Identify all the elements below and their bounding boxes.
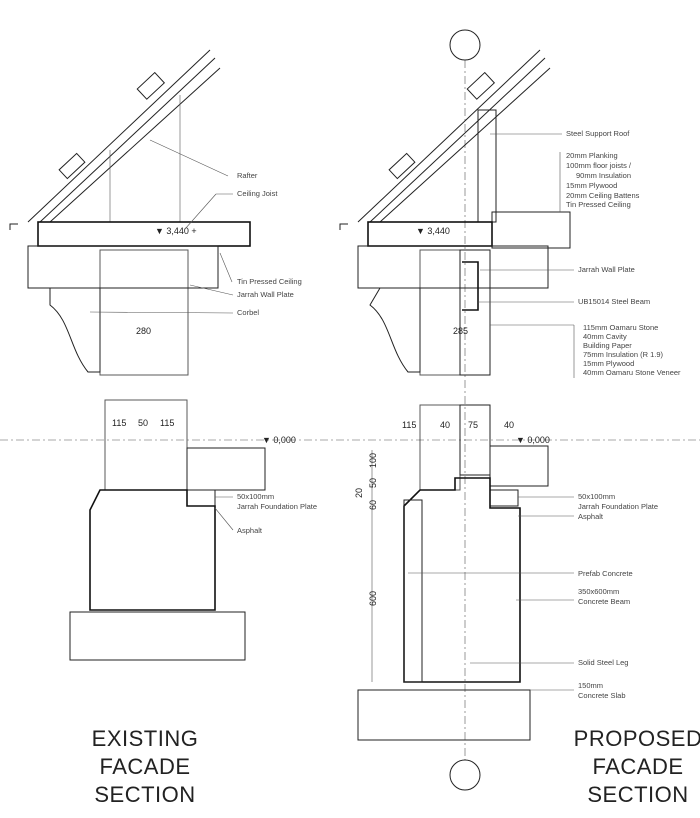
label-ceiling-joist: Ceiling Joist [237, 189, 278, 198]
label-solid-steel-leg: Solid Steel Leg [578, 658, 628, 667]
dim-40: 40 [504, 420, 514, 430]
axis-marker-bottom [449, 759, 481, 791]
proposed-stone-wall [419, 249, 461, 376]
proposed-dim-wall: 285 [453, 326, 468, 336]
label-floor-layer: 20mm Planking [566, 151, 618, 160]
axis-marker-top [449, 29, 481, 61]
label-wall-layer: 40mm Cavity [583, 332, 627, 341]
existing-section: ▼ 3,440 + 280 Rafter Ceiling Joist Tin P… [9, 49, 317, 807]
vertical-dimensions: 100 50 20 60 600 [354, 453, 378, 606]
dim-100: 100 [368, 453, 378, 468]
existing-level-top: ▼ 3,440 + [155, 226, 197, 236]
dim-50: 50 [368, 478, 378, 488]
label-jarrah-wall-plate: Jarrah Wall Plate [237, 290, 294, 299]
dim-40: 40 [440, 420, 450, 430]
proposed-roof [357, 49, 551, 223]
proposed-prefab-concrete [403, 499, 423, 683]
existing-wall-head [27, 245, 219, 289]
proposed-concrete-beam [403, 477, 521, 683]
proposed-floor [489, 445, 549, 487]
existing-title-line: FACADE [99, 754, 190, 779]
proposed-slab [357, 689, 531, 741]
label-wall-layer: 115mm Oamaru Stone [583, 323, 658, 332]
label-corbel: Corbel [237, 308, 259, 317]
proposed-title-line: SECTION [587, 782, 688, 807]
existing-title-line: SECTION [94, 782, 195, 807]
label-concrete-beam: Concrete Beam [578, 597, 630, 606]
label-asphalt: Asphalt [237, 526, 263, 535]
existing-floor [186, 447, 266, 491]
label-foundation-plate: Jarrah Foundation Plate [578, 502, 658, 511]
proposed-title-line: FACADE [592, 754, 683, 779]
proposed-wall-head [357, 245, 549, 289]
existing-foundation-plate [186, 489, 216, 507]
proposed-steel-beam [462, 261, 479, 311]
label-floor-layer: 15mm Plywood [566, 181, 617, 190]
existing-footing [89, 489, 216, 611]
proposed-lower-cavity [459, 404, 491, 476]
label-beam-size: 350x600mm [578, 587, 619, 596]
proposed-corbel [369, 287, 421, 373]
dim-75: 75 [468, 420, 478, 430]
existing-lower-wall [104, 399, 188, 491]
label-foundation-plate-size: 50x100mm [237, 492, 274, 501]
label-floor-layer: Tin Pressed Ceiling [566, 200, 631, 209]
label-floor-layer: 90mm Insulation [576, 171, 631, 180]
dim-115: 115 [160, 418, 174, 428]
label-wall-layer: 15mm Plywood [583, 359, 634, 368]
label-jarrah-wall-plate: Jarrah Wall Plate [578, 265, 635, 274]
proposed-level-floor: ▼ 0,000 [516, 435, 550, 445]
dim-50: 50 [138, 418, 148, 428]
proposed-lower-stone [419, 404, 461, 491]
dim-115: 115 [402, 420, 416, 430]
label-wall-layer: Building Paper [583, 341, 632, 350]
proposed-title-line: PROPOSED [574, 726, 700, 751]
proposed-floor-build-up [491, 211, 571, 249]
label-foundation-plate-size: 50x100mm [578, 492, 615, 501]
label-steel-beam: UB15014 Steel Beam [578, 297, 650, 306]
dim-115: 115 [112, 418, 126, 428]
label-floor-layer: 100mm floor joists / [566, 161, 632, 170]
label-slab-size: 150mm [578, 681, 603, 690]
proposed-level-top: ▼ 3,440 [416, 226, 450, 236]
existing-title-line: EXISTING [92, 726, 199, 751]
label-wall-layer: 75mm Insulation (R 1.9) [583, 350, 664, 359]
dim-60: 60 [368, 500, 378, 510]
label-rafter: Rafter [237, 171, 258, 180]
proposed-section: ▼ 3,440 285 Steel Support Roof 20mm Plan… [339, 29, 700, 807]
existing-roof [27, 49, 221, 223]
dim-600: 600 [368, 591, 378, 606]
label-prefab-concrete: Prefab Concrete [578, 569, 633, 578]
existing-dim-wall: 280 [136, 326, 151, 336]
label-concrete-slab: Concrete Slab [578, 691, 626, 700]
existing-ceiling-joist [37, 221, 251, 247]
label-asphalt: Asphalt [578, 512, 604, 521]
existing-slab [69, 611, 246, 661]
dim-20: 20 [354, 488, 364, 498]
existing-corbel [49, 287, 101, 373]
proposed-cavity-wall [459, 249, 491, 376]
label-steel-support-roof: Steel Support Roof [566, 129, 630, 138]
label-tin-pressed-ceiling: Tin Pressed Ceiling [237, 277, 302, 286]
label-floor-layer: 20mm Ceiling Battens [566, 191, 640, 200]
proposed-foundation-plate [489, 489, 519, 507]
label-wall-layer: 40mm Oamaru Stone Veneer [583, 368, 681, 377]
label-foundation-plate: Jarrah Foundation Plate [237, 502, 317, 511]
